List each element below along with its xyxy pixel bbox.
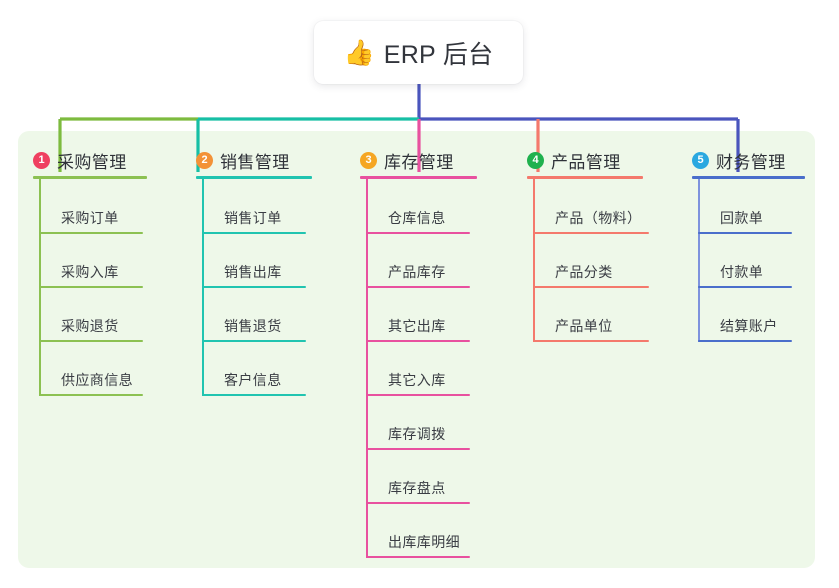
branch-badge-4: 4 — [527, 152, 544, 169]
leaf-item-rule — [698, 286, 792, 288]
branch-title-4: 产品管理 — [551, 153, 621, 172]
branch-title-1: 采购管理 — [57, 153, 127, 172]
leaf-item-rule — [366, 502, 470, 504]
leaf-item[interactable]: 采购订单 — [39, 204, 143, 234]
leaf-item-rule — [202, 340, 306, 342]
branch-header-4[interactable]: 4 产品管理 — [527, 148, 621, 173]
branch-column-3: 3 库存管理仓库信息产品库存其它出库其它入库库存调拨库存盘点出库库明细 — [360, 148, 487, 558]
branch-title-3: 库存管理 — [384, 153, 454, 172]
branch-column-5: 5 财务管理回款单付款单结算账户 — [692, 148, 815, 558]
leaf-item[interactable]: 库存调拨 — [366, 420, 470, 450]
leaf-item-label: 产品单位 — [555, 318, 613, 334]
leaf-item-rule — [533, 232, 649, 234]
root-node-content: 👍 ERP 后台 — [344, 35, 494, 71]
leaf-item[interactable]: 产品（物料） — [533, 204, 649, 234]
leaf-item[interactable]: 供应商信息 — [39, 366, 143, 396]
leaf-item-label: 回款单 — [720, 210, 764, 226]
leaf-item[interactable]: 产品单位 — [533, 312, 649, 342]
leaf-item-rule — [39, 286, 143, 288]
leaf-item[interactable]: 其它入库 — [366, 366, 470, 396]
leaf-item-label: 其它出库 — [388, 318, 446, 334]
branch-rule-4 — [527, 176, 643, 179]
leaf-item-label: 客户信息 — [224, 372, 282, 388]
branch-header-3[interactable]: 3 库存管理 — [360, 148, 454, 173]
branch-rule-3 — [360, 176, 477, 179]
leaf-item[interactable]: 回款单 — [698, 204, 792, 234]
leaf-item-label: 库存盘点 — [388, 480, 446, 496]
leaf-item[interactable]: 产品库存 — [366, 258, 470, 288]
branch-header-5[interactable]: 5 财务管理 — [692, 148, 786, 173]
leaf-item-rule — [366, 448, 470, 450]
leaf-item-rule — [202, 394, 306, 396]
leaf-item-rule — [366, 340, 470, 342]
branch-badge-3: 3 — [360, 152, 377, 169]
branch-badge-2: 2 — [196, 152, 213, 169]
leaf-item-label: 产品（物料） — [555, 210, 642, 226]
leaf-item-label: 仓库信息 — [388, 210, 446, 226]
leaf-item[interactable]: 结算账户 — [698, 312, 792, 342]
leaf-item-rule — [698, 340, 792, 342]
leaf-item-label: 销售出库 — [224, 264, 282, 280]
leaf-item[interactable]: 销售出库 — [202, 258, 306, 288]
leaf-item-label: 采购入库 — [61, 264, 119, 280]
leaf-item[interactable]: 客户信息 — [202, 366, 306, 396]
leaf-item-label: 出库库明细 — [388, 534, 460, 550]
leaf-item-label: 库存调拨 — [388, 426, 446, 442]
thumbs-up-icon: 👍 — [343, 39, 375, 67]
content-panel — [18, 131, 815, 568]
branch-rule-5 — [692, 176, 805, 179]
leaf-item[interactable]: 销售退货 — [202, 312, 306, 342]
leaf-item-rule — [533, 340, 649, 342]
leaf-item-rule — [39, 232, 143, 234]
leaf-item-label: 付款单 — [720, 264, 764, 280]
leaf-item[interactable]: 仓库信息 — [366, 204, 470, 234]
leaf-item[interactable]: 其它出库 — [366, 312, 470, 342]
root-node-title: ERP 后台 — [383, 40, 494, 69]
branch-column-2: 2 销售管理销售订单销售出库销售退货客户信息 — [196, 148, 322, 558]
leaf-item-rule — [366, 232, 470, 234]
branch-badge-5: 5 — [692, 152, 709, 169]
leaf-item[interactable]: 库存盘点 — [366, 474, 470, 504]
leaf-item-label: 结算账户 — [720, 318, 778, 334]
leaf-item-label: 产品分类 — [555, 264, 613, 280]
branch-rule-2 — [196, 176, 312, 179]
leaf-item-rule — [202, 232, 306, 234]
leaf-item[interactable]: 出库库明细 — [366, 528, 470, 558]
leaf-item-label: 销售订单 — [224, 210, 282, 226]
branch-title-5: 财务管理 — [716, 153, 786, 172]
leaf-item[interactable]: 产品分类 — [533, 258, 649, 288]
branch-column-4: 4 产品管理产品（物料） 产品分类产品单位 — [527, 148, 653, 558]
leaf-item[interactable]: 采购退货 — [39, 312, 143, 342]
leaf-item-label: 其它入库 — [388, 372, 446, 388]
branch-rule-1 — [33, 176, 147, 179]
branch-badge-1: 1 — [33, 152, 50, 169]
leaf-item-label: 采购订单 — [61, 210, 119, 226]
leaf-item[interactable]: 销售订单 — [202, 204, 306, 234]
root-node[interactable]: 👍 ERP 后台 — [314, 21, 523, 84]
branch-column-1: 1 采购管理采购订单采购入库采购退货供应商信息 — [33, 148, 157, 558]
leaf-item-rule — [366, 286, 470, 288]
leaf-item-rule — [366, 394, 470, 396]
branch-header-1[interactable]: 1 采购管理 — [33, 148, 127, 173]
leaf-item-rule — [39, 394, 143, 396]
leaf-item[interactable]: 采购入库 — [39, 258, 143, 288]
leaf-item-rule — [39, 340, 143, 342]
leaf-item[interactable]: 付款单 — [698, 258, 792, 288]
leaf-item-label: 产品库存 — [388, 264, 446, 280]
leaf-item-rule — [698, 232, 792, 234]
branch-header-2[interactable]: 2 销售管理 — [196, 148, 290, 173]
branch-title-2: 销售管理 — [220, 153, 290, 172]
leaf-item-label: 供应商信息 — [61, 372, 133, 388]
leaf-item-rule — [533, 286, 649, 288]
leaf-item-rule — [366, 556, 470, 558]
leaf-item-rule — [202, 286, 306, 288]
leaf-item-label: 销售退货 — [224, 318, 282, 334]
leaf-item-label: 采购退货 — [61, 318, 119, 334]
